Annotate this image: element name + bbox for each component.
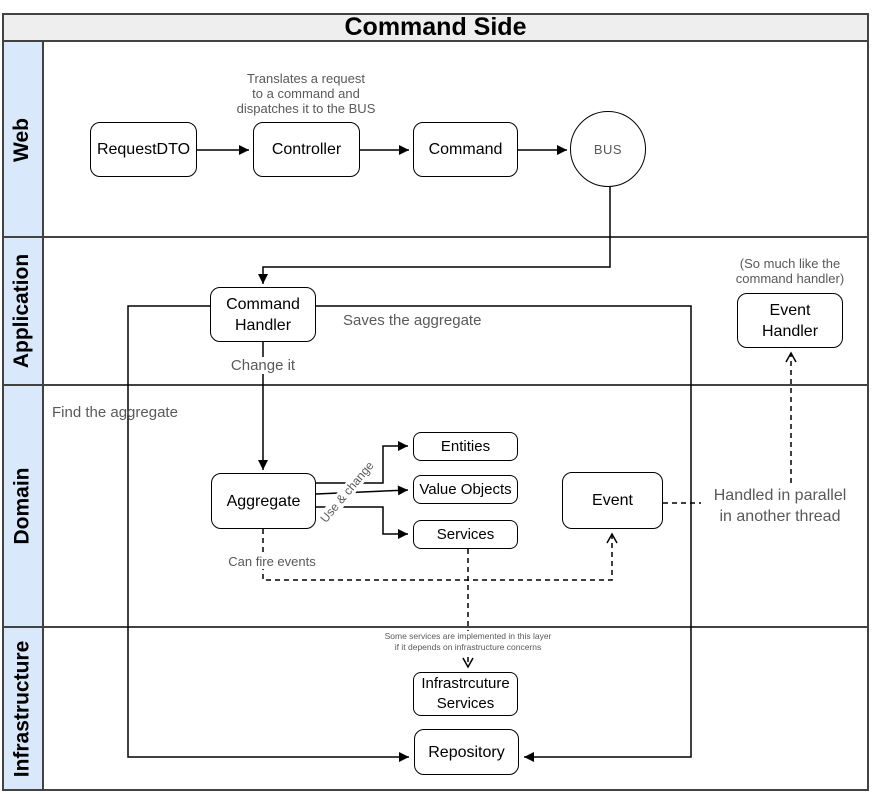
node-request-dto: RequestDTO bbox=[90, 122, 197, 177]
node-infrastructure-services-label: Infrastrcuture Services bbox=[421, 675, 510, 712]
node-command-handler: Command Handler bbox=[210, 287, 316, 342]
node-event-handler: Event Handler bbox=[737, 293, 843, 348]
connector-bus-to-command-handler bbox=[258, 187, 611, 284]
node-event-label: Event bbox=[592, 492, 633, 509]
node-services: Services bbox=[413, 520, 518, 549]
lane-divider-application-domain bbox=[2, 384, 869, 386]
connector-saves-the-aggregate bbox=[316, 305, 692, 762]
node-command-handler-label: Command Handler bbox=[226, 295, 300, 334]
node-bus: BUS bbox=[570, 111, 646, 187]
lane-web: Web bbox=[2, 42, 44, 237]
note-controller: Translates a request to a command and di… bbox=[236, 71, 376, 116]
node-repository: Repository bbox=[414, 729, 519, 775]
node-controller: Controller bbox=[253, 122, 360, 177]
lane-infrastructure: Infrastructure bbox=[2, 627, 44, 791]
node-event-handler-label: Event Handler bbox=[761, 301, 819, 340]
diagram-title-bar: Command Side bbox=[2, 13, 869, 42]
lane-divider-domain-infrastructure bbox=[2, 626, 869, 628]
lane-divider-web-application bbox=[2, 236, 869, 238]
node-aggregate: Aggregate bbox=[211, 473, 316, 529]
label-handled-in-parallel: Handled in parallel in another thread bbox=[701, 485, 859, 527]
node-value-objects-label: Value Objects bbox=[419, 481, 512, 498]
node-value-objects: Value Objects bbox=[413, 475, 518, 504]
node-event: Event bbox=[562, 472, 663, 529]
node-command-label: Command bbox=[428, 141, 503, 158]
connector-aggregate-to-value-objects bbox=[315, 485, 409, 496]
node-command: Command bbox=[413, 122, 518, 177]
label-saves-the-aggregate: Saves the aggregate bbox=[343, 312, 482, 329]
node-bus-label: BUS bbox=[593, 141, 623, 157]
note-infrastructure-services: Some services are implemented in this la… bbox=[374, 631, 562, 653]
node-aggregate-label: Aggregate bbox=[226, 492, 301, 510]
node-entities-label: Entities bbox=[440, 438, 491, 455]
node-repository-label: Repository bbox=[428, 743, 505, 761]
lane-application: Application bbox=[2, 237, 44, 385]
node-controller-label: Controller bbox=[271, 141, 342, 158]
label-can-fire-events: Can fire events bbox=[224, 554, 320, 569]
label-change-it: Change it bbox=[213, 357, 313, 374]
node-request-dto-label: RequestDTO bbox=[96, 141, 191, 158]
node-infrastructure-services: Infrastrcuture Services bbox=[413, 672, 518, 716]
connector-can-fire-events bbox=[262, 529, 618, 581]
lane-domain: Domain bbox=[2, 385, 44, 627]
connector-find-the-aggregate bbox=[127, 305, 409, 762]
diagram-title: Command Side bbox=[344, 13, 527, 41]
node-services-label: Services bbox=[436, 526, 495, 543]
label-find-the-aggregate: Find the aggregate bbox=[52, 404, 178, 421]
note-event-handler: (So much like the command handler) bbox=[735, 256, 845, 286]
connector-aggregate-to-services bbox=[316, 506, 408, 539]
node-entities: Entities bbox=[413, 432, 518, 461]
